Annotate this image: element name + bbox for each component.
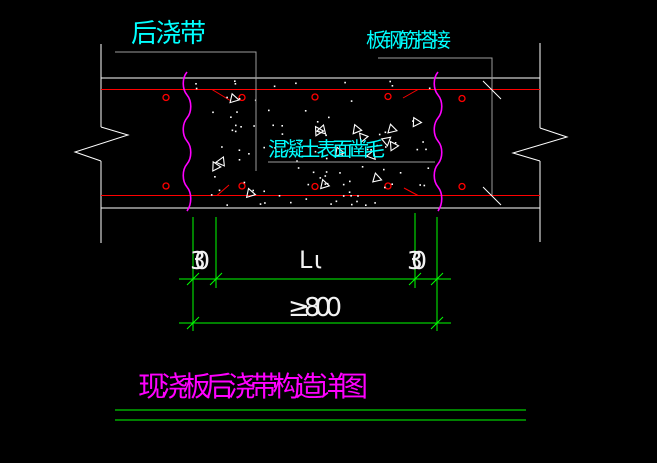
rebar-bend-bottom-left xyxy=(216,184,230,196)
lap-tick-bottom xyxy=(482,186,502,206)
dimension-set xyxy=(179,213,451,331)
break-zigzag-right xyxy=(511,127,569,162)
rebar-section-circles xyxy=(162,92,466,191)
wavy-joint-right xyxy=(433,71,443,212)
roughen-label: 混凝土表面凿毛 xyxy=(268,137,385,161)
dim-text-lap-length: Lι xyxy=(299,246,322,274)
drawing-title: 现浇板后浇带构造详图 xyxy=(138,370,368,403)
rebar-circle xyxy=(162,93,170,102)
rebar-circle xyxy=(238,93,246,102)
rebar-circle xyxy=(384,92,392,101)
leader-rebar-lap-label xyxy=(378,57,493,195)
dim-text-edge-right: 30 xyxy=(407,246,427,275)
band-label: 后浇带 xyxy=(131,19,206,49)
dim-text-band-width: ≥800 xyxy=(288,293,342,323)
leader-band-label xyxy=(115,51,257,171)
rebar-circle xyxy=(311,93,319,101)
lap-splice-ticks xyxy=(482,80,502,206)
rebar-lap-label: 板钢筋搭接 xyxy=(366,28,451,52)
rebar-bend-top-left xyxy=(211,89,232,102)
lap-tick-top xyxy=(482,80,502,100)
rebar-circle xyxy=(311,182,319,191)
concrete-stipple xyxy=(195,80,431,206)
leader-lines xyxy=(115,51,493,195)
rebar-lines xyxy=(101,89,540,196)
break-symbol-left xyxy=(73,44,130,243)
construction-joints xyxy=(182,71,443,212)
rebar-circle xyxy=(458,182,466,191)
rebar-bend-top-right xyxy=(402,89,419,99)
rebar-circle xyxy=(384,182,392,190)
rebar-circle xyxy=(238,182,246,190)
dimension-ticks xyxy=(186,272,444,330)
wavy-joint-left xyxy=(182,71,192,212)
dim-text-edge-left: 30 xyxy=(190,246,210,275)
rebar-circle xyxy=(162,182,170,190)
title-double-rule xyxy=(115,409,526,421)
slab-outline xyxy=(101,77,540,209)
rebar-circle xyxy=(458,94,466,103)
rebar-bend-bottom-right xyxy=(403,187,419,196)
break-symbol-right xyxy=(511,43,569,242)
break-zigzag-left xyxy=(73,126,130,162)
